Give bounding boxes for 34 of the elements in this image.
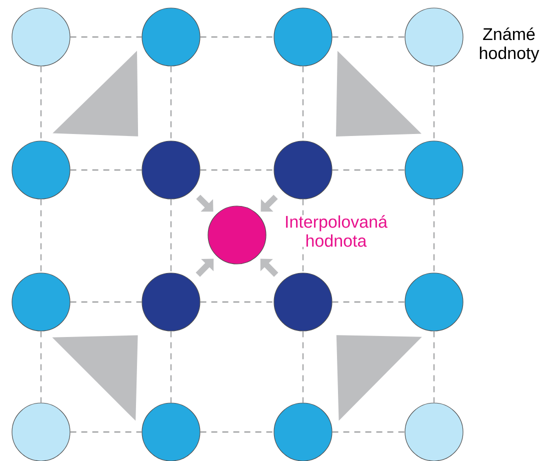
grid-line [200,36,274,38]
grid-line [170,198,172,274]
value-circle [274,8,332,66]
arrow [196,194,214,212]
value-circle [404,140,464,200]
value-label: Známé hodnoty [467,27,551,63]
arrow [260,194,278,212]
value-circle [12,272,70,332]
grid-line [40,198,42,274]
grid-line [332,36,406,38]
value-label: Interpolovaná hodnota [276,215,396,247]
value-circle [274,272,332,332]
value-circle [12,8,70,66]
value-circle [274,140,332,200]
grid-line [40,330,42,404]
grid-line [40,66,42,142]
grid-line [302,330,304,404]
value-circle [142,140,200,200]
grid-line [302,66,304,142]
value-circle [274,402,332,461]
value-circle [208,206,266,264]
value-circle [404,8,464,66]
value-circle [404,402,464,461]
arrow [196,258,214,277]
value-circle [142,8,200,66]
value-circle [142,402,200,461]
value-circle [12,402,70,461]
grid-line [70,36,142,38]
grid-line [170,66,172,142]
value-circle [12,140,70,200]
arrow [260,258,278,277]
value-circle [142,272,200,332]
grid-line [170,330,172,404]
value-circle [404,272,464,332]
